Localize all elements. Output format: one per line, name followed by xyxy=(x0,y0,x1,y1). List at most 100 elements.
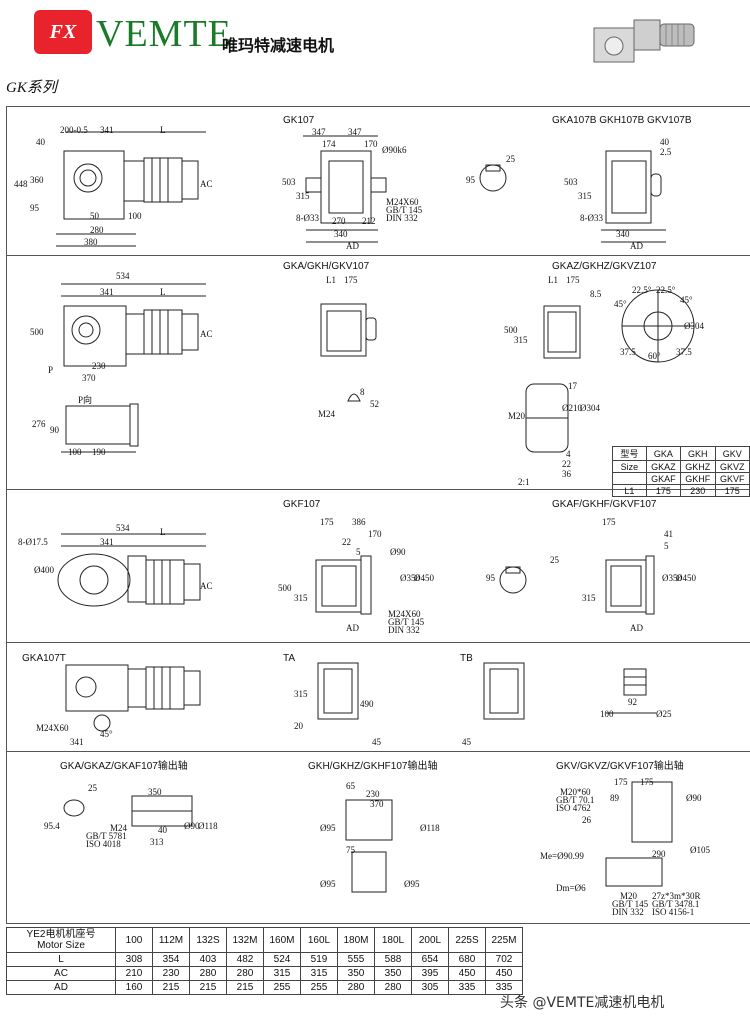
gka-shaft-title: GKA/GKAZ/GKAF107输出轴 xyxy=(60,761,188,772)
dim-175: 175 xyxy=(602,517,616,527)
value-cell: 335 xyxy=(448,980,486,995)
dim-230: 230 xyxy=(92,361,106,371)
size-cell: 112M xyxy=(152,927,190,953)
size-cell: 100 xyxy=(115,927,153,953)
value-cell: 315 xyxy=(263,966,301,981)
dim-341: 341 xyxy=(70,737,84,747)
thread-m24: M24 xyxy=(110,823,128,833)
dim-d118: Ø118 xyxy=(420,823,440,833)
dim-315: 315 xyxy=(514,335,528,345)
gka107b-title: GKA107B GKH107B GKV107B xyxy=(552,115,692,126)
dim-d25: Ø25 xyxy=(656,709,672,719)
value-cell: 315 xyxy=(300,966,338,981)
dim-360: 360 xyxy=(30,175,44,185)
dim-d304: Ø304 xyxy=(684,321,704,331)
cell: 230 xyxy=(680,484,716,497)
dim-d450: Ø450 xyxy=(414,573,434,583)
thread-m20: M20 xyxy=(620,891,638,901)
dim-d118: Ø118 xyxy=(198,821,218,831)
dim-22: 22 xyxy=(342,537,351,547)
key-25: 25 xyxy=(506,154,515,164)
dim-l: L xyxy=(160,527,166,537)
dim-36: 36 xyxy=(562,469,571,479)
dim-175: 175 xyxy=(614,777,628,787)
row-label: AD xyxy=(6,980,116,995)
dim-20: 20 xyxy=(294,721,303,731)
dim-276: 276 xyxy=(32,419,46,429)
gearmotor-illustration xyxy=(590,8,700,70)
dim-45: 45 xyxy=(372,737,381,747)
std-iso: ISO 4018 xyxy=(86,839,121,849)
angle-45: 45° xyxy=(680,295,693,305)
section1-drawings xyxy=(6,106,750,256)
dim-175: 175 xyxy=(566,275,580,285)
dim-90: 90 xyxy=(50,425,59,435)
dim-230: 230 xyxy=(366,789,380,799)
cell: 175 xyxy=(714,484,750,497)
dim-52: 52 xyxy=(370,399,379,409)
ta-title: TA xyxy=(283,653,296,664)
value-cell: 524 xyxy=(263,952,301,967)
angle-60: 60° xyxy=(648,351,661,361)
gkf107-title: GKF107 xyxy=(283,499,321,510)
dim-ad: AD xyxy=(346,623,359,633)
value-cell: 280 xyxy=(337,980,375,995)
value-cell: 680 xyxy=(448,952,486,967)
section-divider xyxy=(6,751,750,752)
size-cell: 132S xyxy=(189,927,227,953)
value-cell: 335 xyxy=(485,980,523,995)
value-cell: 482 xyxy=(226,952,264,967)
dim-45: 45 xyxy=(462,737,471,747)
key-95: 95 xyxy=(486,573,495,583)
cell: GKAZ xyxy=(645,460,682,473)
dim-d95: Ø95 xyxy=(320,823,336,833)
dim-347: 347 xyxy=(312,127,326,137)
dim-341: 341 xyxy=(100,537,114,547)
value-cell: 588 xyxy=(374,952,412,967)
table-row: L 308 354 403 482 524 519 555 588 654 68… xyxy=(6,952,523,967)
value-cell: 305 xyxy=(411,980,449,995)
dim-d95: Ø95 xyxy=(404,879,420,889)
size-cell: 160M xyxy=(263,927,301,953)
std-gb: GB/T 145 xyxy=(612,899,649,909)
brand-name-cn: 唯玛特减速电机 xyxy=(222,36,335,55)
thread-m24: M24X60 xyxy=(388,609,421,619)
section3-drawings xyxy=(6,490,750,642)
angle-45: 45° xyxy=(100,729,113,739)
value-cell: 450 xyxy=(448,966,486,981)
page-header: FX VEMTE 唯玛特减速电机 xyxy=(0,0,750,70)
p-view-title: P向 xyxy=(78,395,93,405)
dim-37-5: 37.5 xyxy=(676,347,692,357)
series-title: GK系列 xyxy=(6,80,57,96)
dim-175: 175 xyxy=(640,777,654,787)
thread-m24: M24X60 xyxy=(36,723,69,733)
dim-l1: L1 xyxy=(548,275,558,285)
dim-d304: Ø304 xyxy=(580,403,600,413)
dim-ac: AC xyxy=(200,329,213,339)
dim-534: 534 xyxy=(116,271,130,281)
dim-d105: Ø105 xyxy=(690,845,710,855)
dim-l1: L1 xyxy=(326,275,336,285)
cell: Size xyxy=(612,460,647,473)
size-cell: 160L xyxy=(300,927,338,953)
dim-8: 8 xyxy=(360,387,365,397)
section4-drawings xyxy=(6,643,750,751)
dim-315: 315 xyxy=(296,191,310,201)
dim-212: 212 xyxy=(362,216,376,226)
dim-40: 40 xyxy=(660,137,669,147)
dim-8-d33: 8-Ø33 xyxy=(580,213,603,223)
dim-503: 503 xyxy=(282,177,296,187)
dim-5: 5 xyxy=(664,541,669,551)
gkaz-title: GKAZ/GKHZ/GKVZ107 xyxy=(552,261,657,272)
cell xyxy=(612,472,647,485)
thread-m20: M20 xyxy=(508,411,526,421)
dim-ad: AD xyxy=(630,241,643,251)
cell: GKHF xyxy=(680,472,716,485)
value-cell: 280 xyxy=(374,980,412,995)
size-cell: 132M xyxy=(226,927,264,953)
view-p: P xyxy=(48,365,54,375)
spline-spec: 27z*3m*30R xyxy=(652,891,701,901)
section2-drawings xyxy=(6,256,750,489)
logo-mark: FX xyxy=(49,20,77,43)
